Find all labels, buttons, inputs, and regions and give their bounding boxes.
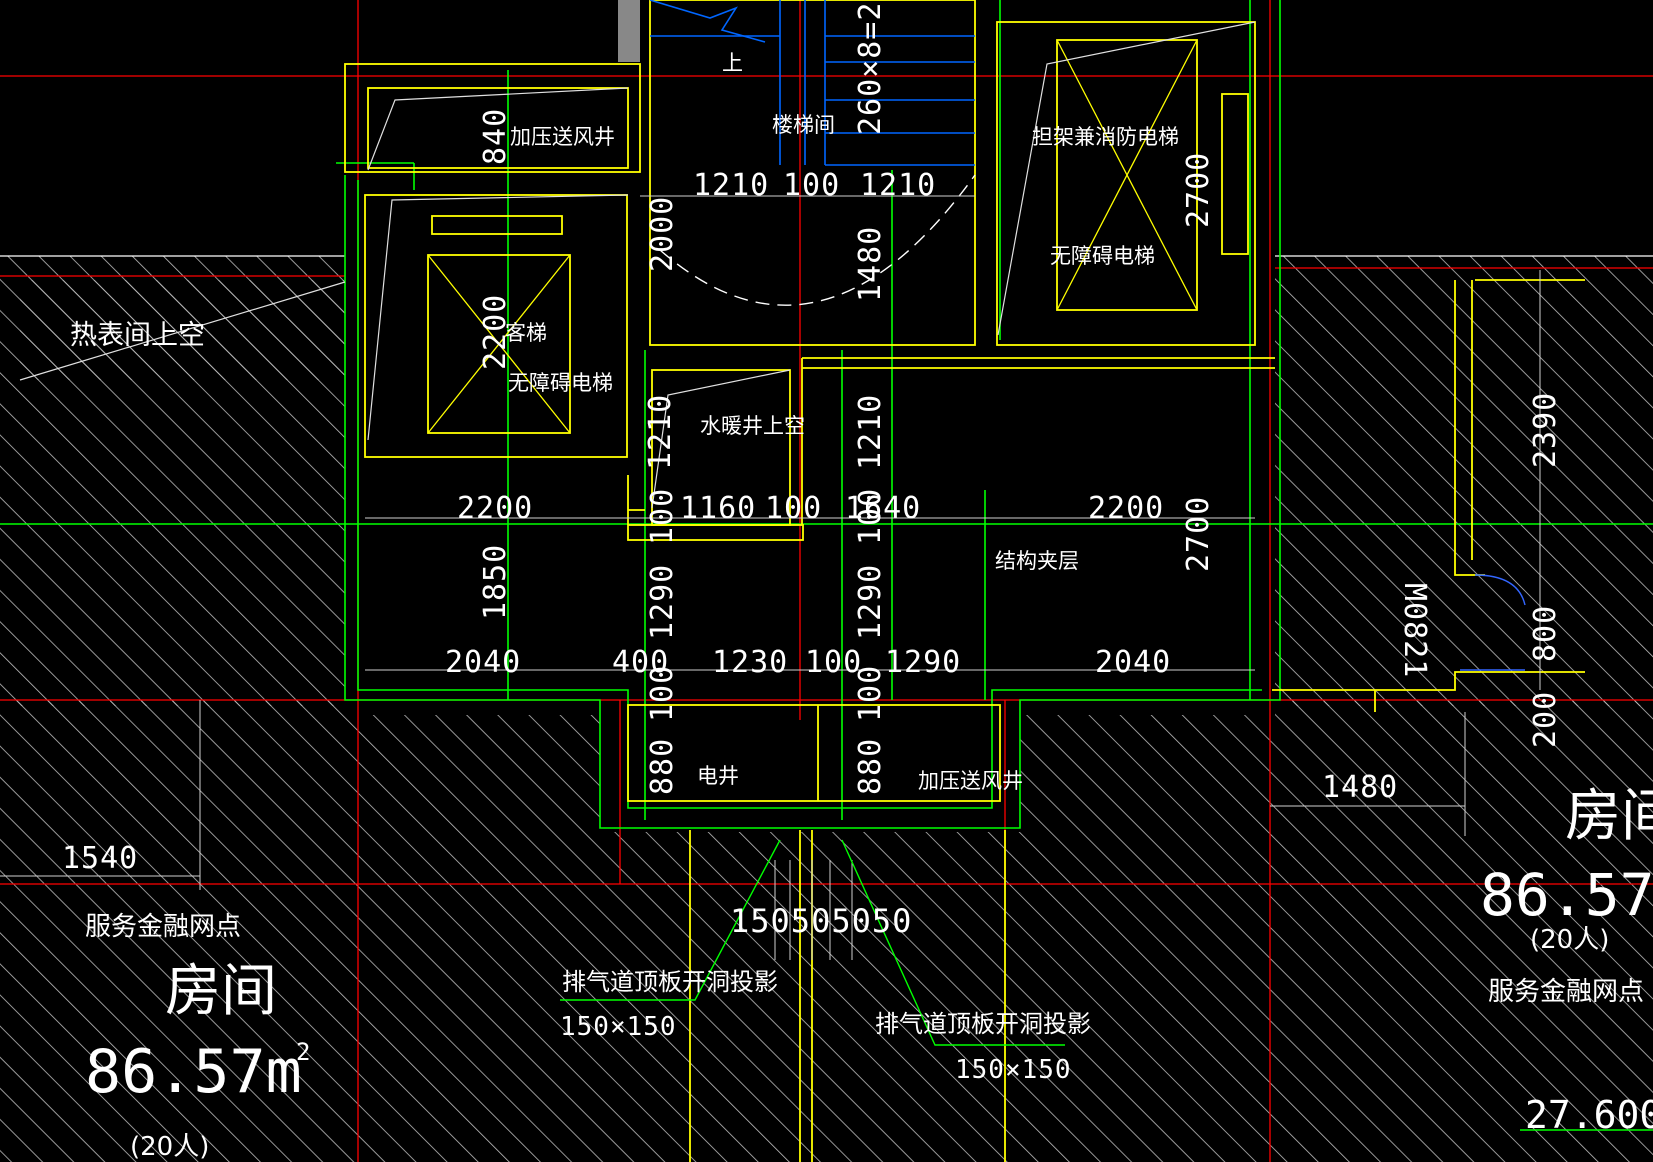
label-service-point-right: 服务金融网点 [1488,977,1644,1007]
dim-1210a: 1210 [693,168,769,203]
label-elevation: 27.600 [1525,1093,1653,1137]
dim-800: 800 [1528,605,1563,662]
outer-boundary [0,0,1653,829]
label-stair-up: 上 [722,51,743,75]
dim-2000: 2000 [645,196,680,272]
dimension-lines [0,195,1541,960]
dim-880a: 880 [645,738,680,795]
label-pressurized-shaft-bottom: 加压送风井 [918,769,1023,793]
label-stairwell: 楼梯间 [772,113,835,137]
dim-1640: 1640 [845,491,921,526]
label-exhaust-right-size: 150×150 [955,1055,1072,1085]
label-heat-meter-room: 热表间上空 [70,320,205,351]
dim-1210d: 1210 [853,394,888,470]
door-swing [1474,574,1526,606]
label-pressurized-shaft-top: 加压送风井 [510,125,615,149]
dim-400: 400 [612,645,669,680]
dim-100f: 100 [645,665,680,722]
label-accessible-elevator-left: 无障碍电梯 [508,371,613,395]
dim-100e: 100 [805,645,862,680]
dim-1480b: 1480 [1322,770,1398,805]
label-room-right: 房间 [1565,784,1653,849]
dim-2200b: 2200 [1088,491,1164,526]
dim-2200v: 2200 [478,294,513,370]
label-structural-mezzanine: 结构夹层 [995,549,1079,573]
dim-100g: 100 [853,665,888,722]
label-accessible-elevator-right: 无障碍电梯 [1050,244,1155,268]
dim-2200a: 2200 [457,491,533,526]
label-stretcher-fire-elevator: 担架兼消防电梯 [1032,125,1179,149]
dim-2700a: 2700 [1181,152,1216,228]
label-door-tag: M0821 [1397,583,1432,678]
label-area-left-sup: 2 [296,1038,311,1066]
label-plumbing-shaft: 水暖井上空 [700,414,805,438]
dim-1230: 1230 [712,645,788,680]
dim-100d: 100 [853,488,888,545]
label-room-left: 房间 [165,959,277,1024]
label-passenger-elevator: 客梯 [505,321,547,345]
dim-150505050: 150505050 [730,902,912,940]
dim-1480: 1480 [853,226,888,302]
stair-turn-arc [659,174,976,306]
dim-1290b: 1290 [853,564,888,640]
dim-1540: 1540 [62,841,138,876]
dim-200: 200 [1528,691,1563,748]
dim-2040a: 2040 [445,645,521,680]
shaft-fill [618,0,640,62]
elevator-cross-marks [427,39,1198,434]
label-service-point-left: 服务金融网点 [85,912,241,942]
dim-2700b: 2700 [1181,496,1216,572]
dim-1210b: 1210 [860,168,936,203]
dim-1290a: 1290 [645,564,680,640]
dim-1160: 1160 [680,491,756,526]
label-occupancy-right: (20人) [1530,925,1609,955]
room-labels: 加压送风井 楼梯间 上 担架兼消防电梯 无障碍电梯 热表间上空 客梯 无障碍电梯… [70,51,1653,1162]
dimension-texts: 840 260×8=2 1210 100 1210 2000 1480 2700… [62,2,1563,940]
dim-100b: 100 [645,488,680,545]
dim-840: 840 [478,108,513,165]
dim-1210c: 1210 [643,394,678,470]
stair-steps [649,0,975,166]
dim-2040b: 2040 [1095,645,1171,680]
dim-100a: 100 [783,168,840,203]
dim-260x8: 260×8=2 [853,2,888,135]
label-occupancy-left: (20人) [130,1132,209,1162]
dim-1850: 1850 [478,544,513,620]
exhaust-leaders [560,839,1653,1131]
label-exhaust-left: 排气道顶板开洞投影 [562,968,778,996]
dim-1290c: 1290 [885,645,961,680]
leader-lines [19,21,1256,509]
walls [344,0,1585,1162]
label-exhaust-right: 排气道顶板开洞投影 [875,1010,1091,1038]
dim-2390: 2390 [1528,392,1563,468]
label-area-left: 86.57m [85,1037,302,1107]
label-exhaust-left-size: 150×150 [560,1012,677,1042]
label-electrical-shaft: 电井 [697,764,739,788]
label-area-right: 86.57m [1480,861,1653,929]
dim-100c: 100 [765,491,822,526]
dim-880b: 880 [853,738,888,795]
